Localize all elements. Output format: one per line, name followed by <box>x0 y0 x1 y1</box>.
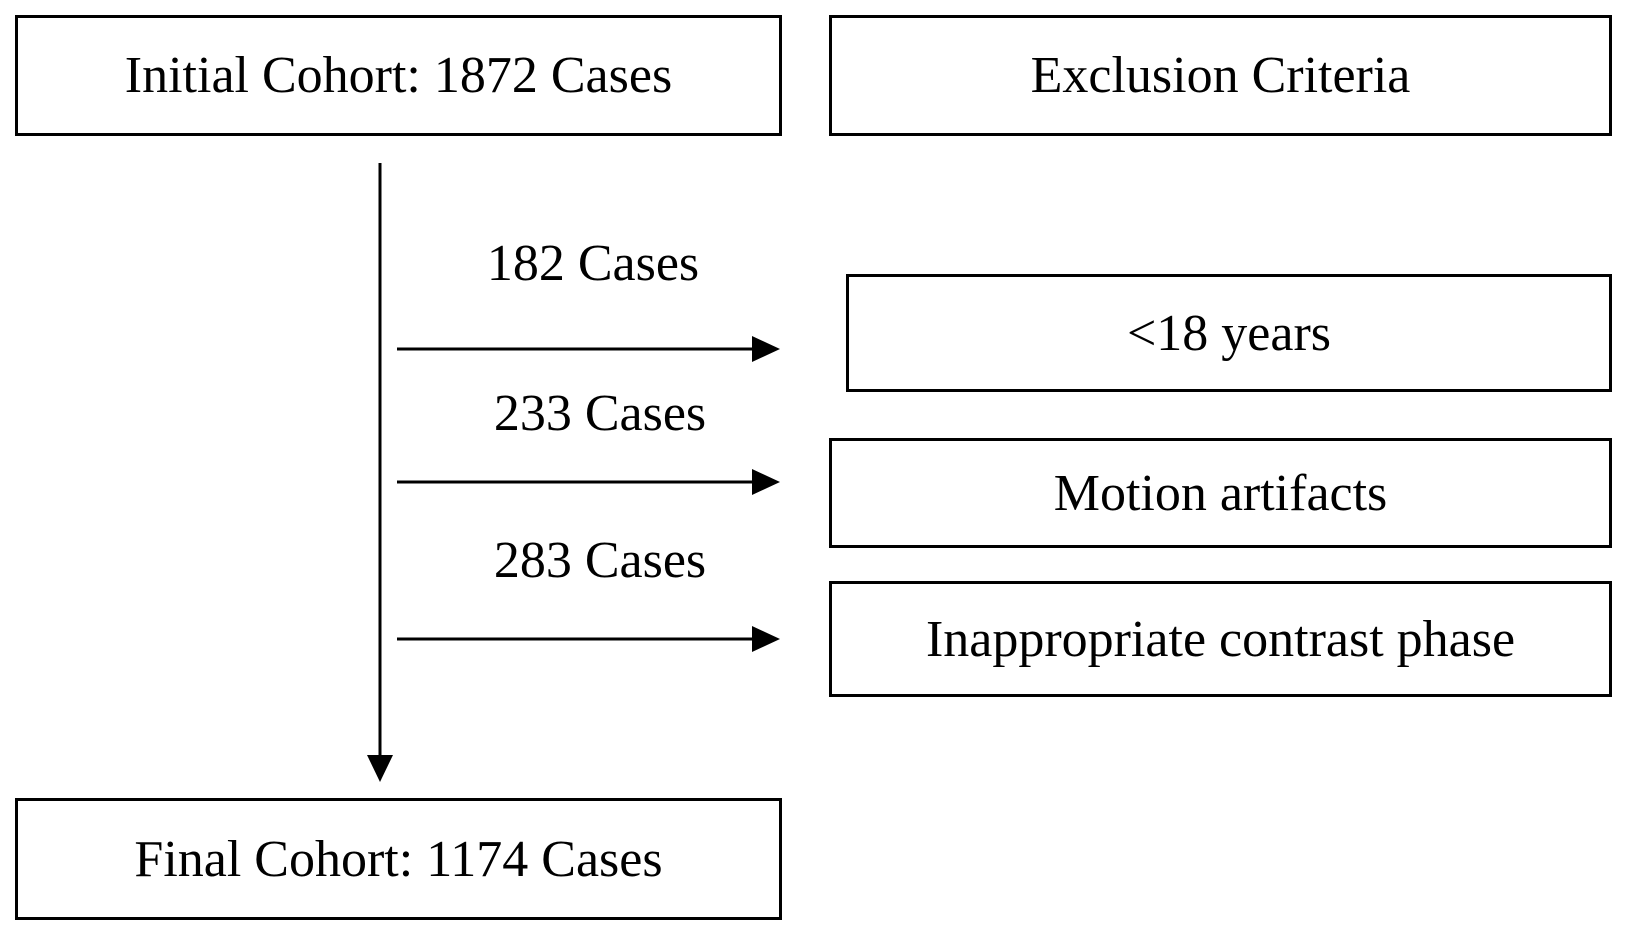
exclusion-arrow-2 <box>397 469 780 495</box>
exclusion-criterion-motion-artifacts-label: Motion artifacts <box>1053 464 1388 522</box>
exclusion-count-motion-artifacts: 233 Cases <box>493 385 707 442</box>
initial-cohort-box: Initial Cohort: 1872 Cases <box>15 15 782 136</box>
exclusion-criterion-under-18-label: <18 years <box>1126 304 1332 362</box>
exclusion-arrow-1 <box>397 336 780 362</box>
initial-cohort-label: Initial Cohort: 1872 Cases <box>124 47 673 104</box>
final-cohort-box: Final Cohort: 1174 Cases <box>15 798 782 920</box>
exclusion-criterion-contrast-phase-box: Inappropriate contrast phase <box>829 581 1612 697</box>
exclusion-criterion-under-18-box: <18 years <box>846 274 1612 392</box>
exclusion-criterion-motion-artifacts-box: Motion artifacts <box>829 438 1612 548</box>
exclusion-criteria-header-label: Exclusion Criteria <box>1030 47 1411 104</box>
exclusion-criterion-contrast-phase-label: Inappropriate contrast phase <box>925 610 1516 668</box>
exclusion-arrow-3 <box>397 626 780 652</box>
final-cohort-label: Final Cohort: 1174 Cases <box>134 830 663 888</box>
exclusion-count-contrast-phase: 283 Cases <box>493 532 707 589</box>
main-flow-arrow <box>367 163 393 782</box>
exclusion-count-under-18: 182 Cases <box>486 235 700 292</box>
exclusion-criteria-header-box: Exclusion Criteria <box>829 15 1612 136</box>
